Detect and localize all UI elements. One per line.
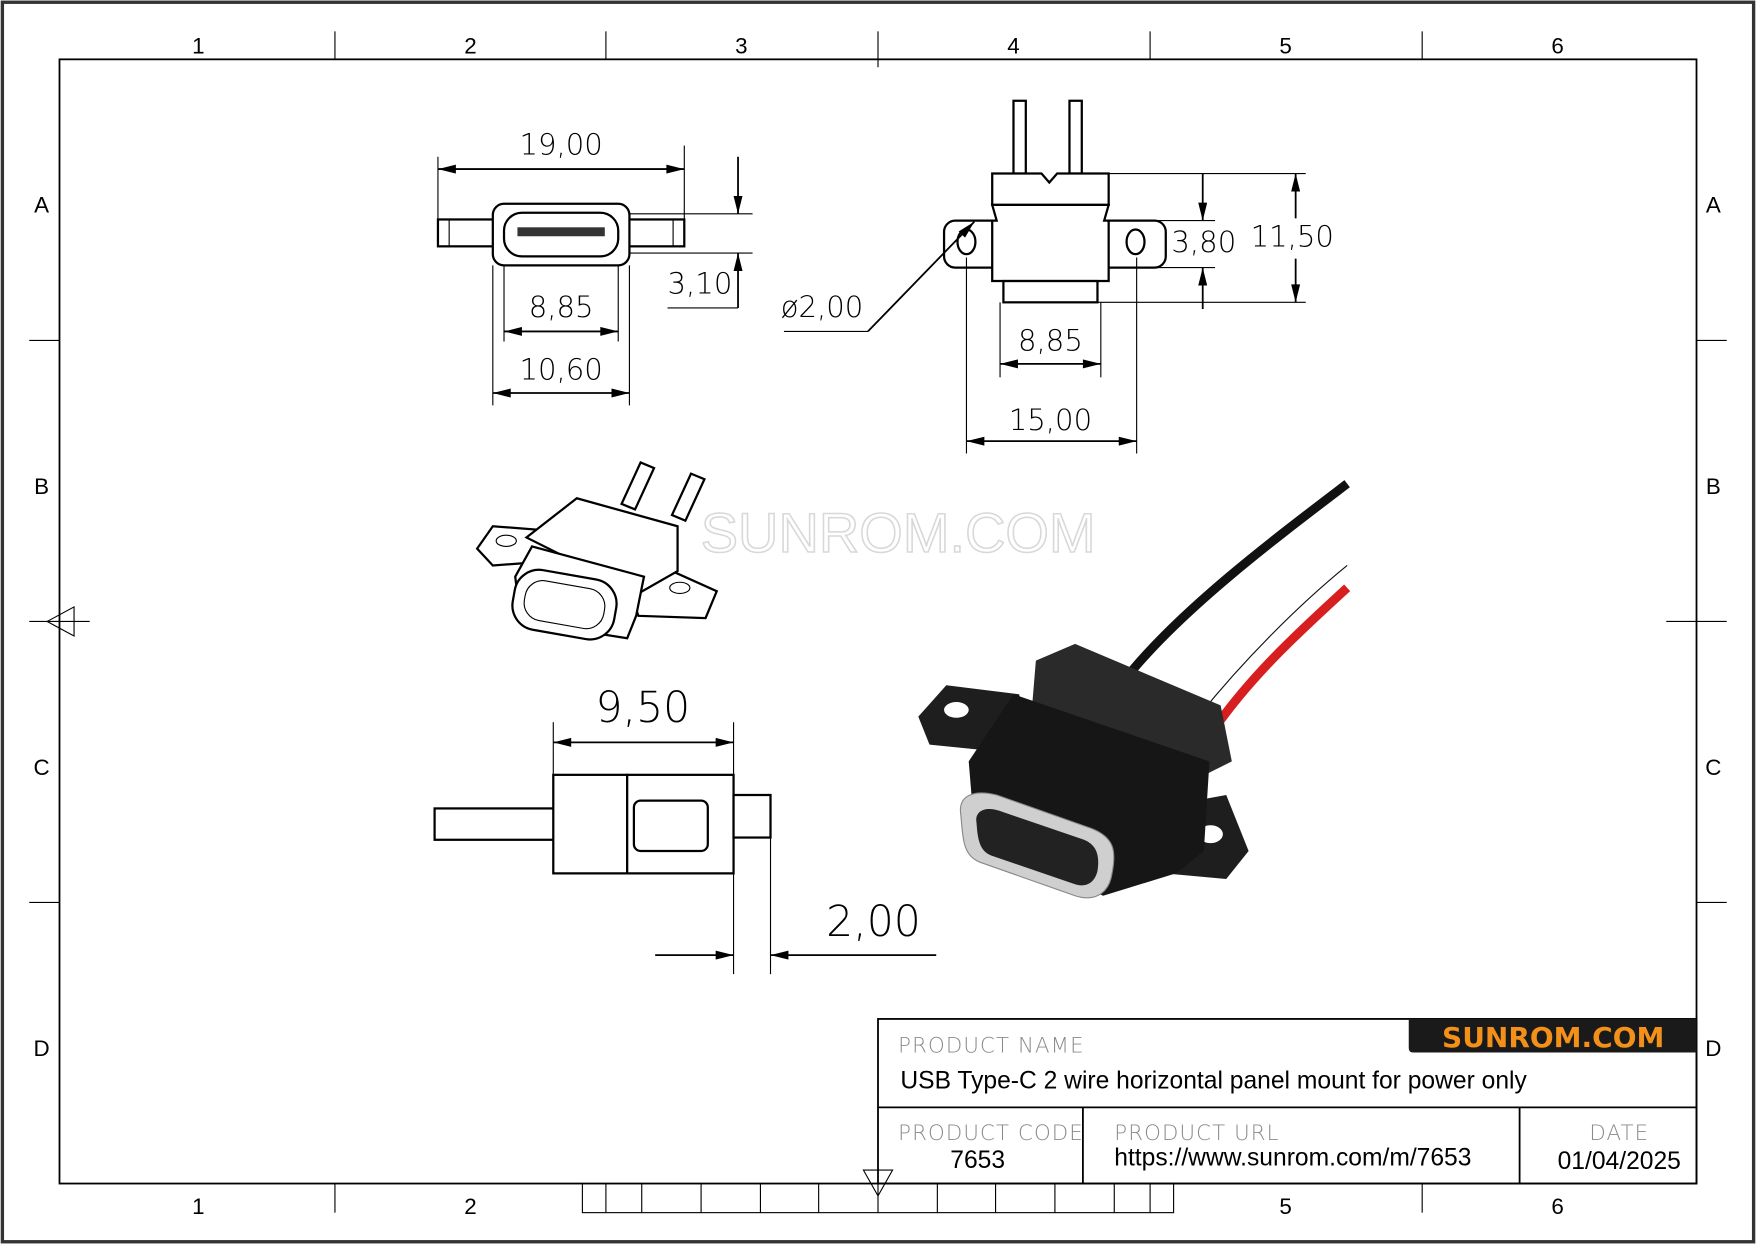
dim-hole-dia: ø2,00 <box>781 290 864 324</box>
dim-2-00: 2,00 <box>826 898 921 947</box>
top-view: ø2,00 3,80 11,50 8,85 15,00 <box>781 99 1334 454</box>
col-label: 2 <box>464 34 476 59</box>
title-block: SUNROM.COM PRODUCT NAME USB Type-C 2 wir… <box>877 1018 1698 1185</box>
col-label: 2 <box>464 1194 476 1219</box>
date: 01/04/2025 <box>1558 1148 1681 1175</box>
side-view: 9,50 2,00 <box>433 684 937 975</box>
row-label: C <box>33 755 49 780</box>
col-label: 5 <box>1279 34 1291 59</box>
dim-15: 15,00 <box>1009 403 1092 437</box>
row-label: C <box>1705 755 1721 780</box>
product-photo <box>918 480 1351 899</box>
svg-text:SUNROM.COM: SUNROM.COM <box>1442 1021 1664 1054</box>
dim-10-60: 10,60 <box>519 353 602 387</box>
product-name-label: PRODUCT NAME <box>898 1034 1085 1059</box>
col-label: 1 <box>192 1194 204 1219</box>
row-label: A <box>34 193 49 218</box>
row-label: A <box>1706 193 1721 218</box>
front-view: 19,00 3,10 8,85 10,60 <box>436 128 753 406</box>
col-label: 3 <box>735 34 747 59</box>
col-label: 6 <box>1551 1194 1563 1219</box>
product-code-label: PRODUCT CODE <box>898 1121 1084 1146</box>
row-label: B <box>1706 474 1721 499</box>
product-url-label: PRODUCT URL <box>1114 1121 1279 1146</box>
dim-11-50: 11,50 <box>1251 219 1334 253</box>
dim-8-85: 8,85 <box>529 290 594 324</box>
date-label: DATE <box>1589 1121 1649 1146</box>
col-label: 4 <box>1007 34 1019 59</box>
dim-9-50: 9,50 <box>596 684 691 733</box>
product-code: 7653 <box>950 1147 1005 1174</box>
product-url[interactable]: https://www.sunrom.com/m/7653 <box>1114 1145 1471 1172</box>
dim-8-85-top: 8,85 <box>1018 323 1083 357</box>
dim-19: 19,00 <box>519 128 602 162</box>
col-label: 5 <box>1279 1194 1291 1219</box>
product-name: USB Type-C 2 wire horizontal panel mount… <box>900 1067 1527 1094</box>
row-label: D <box>1705 1036 1721 1061</box>
isometric-view <box>475 460 719 641</box>
dim-3-10: 3,10 <box>668 266 733 300</box>
col-label: 1 <box>192 34 204 59</box>
sunrom-logo: SUNROM.COM <box>1408 1018 1697 1054</box>
watermark: SUNROM.COM <box>701 501 1096 564</box>
col-label: 6 <box>1551 34 1563 59</box>
row-label: B <box>34 474 49 499</box>
row-label: D <box>33 1036 49 1061</box>
dim-3-80: 3,80 <box>1171 225 1236 259</box>
